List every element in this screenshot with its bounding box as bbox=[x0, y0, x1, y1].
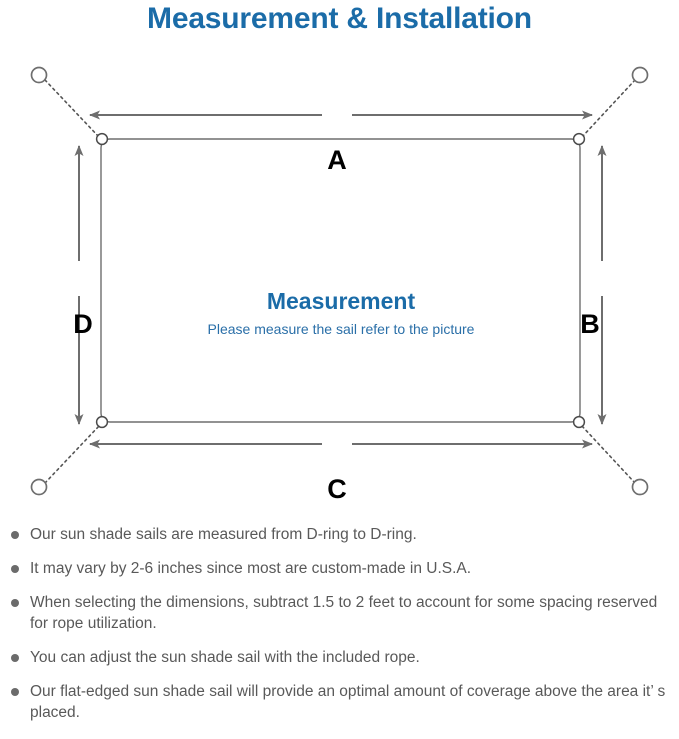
measurement-diagram: Measurement Please measure the sail refe… bbox=[0, 46, 679, 511]
dimension-label-c: C bbox=[327, 474, 347, 504]
bullet-icon bbox=[11, 599, 19, 607]
dimension-label-d: D bbox=[73, 309, 93, 339]
rope-bottom-left bbox=[44, 425, 100, 484]
note-text: You can adjust the sun shade sail with t… bbox=[30, 649, 420, 666]
note-item: You can adjust the sun shade sail with t… bbox=[0, 647, 679, 668]
dimension-arrows bbox=[74, 110, 607, 449]
anchor-ring-bottom-right bbox=[631, 478, 649, 496]
rope-top-right bbox=[581, 79, 636, 138]
page-title: Measurement & Installation bbox=[147, 2, 532, 35]
rope-top-left bbox=[44, 79, 100, 138]
dimension-label-a: A bbox=[327, 145, 347, 175]
d-ring-top-left bbox=[95, 132, 109, 146]
dimension-label-b: B bbox=[580, 309, 600, 339]
d-rings bbox=[95, 132, 586, 429]
anchor-ring-top-right bbox=[631, 66, 649, 84]
anchor-rings bbox=[30, 66, 649, 496]
note-text: Our sun shade sails are measured from D-… bbox=[30, 526, 417, 543]
bullet-icon bbox=[11, 654, 19, 662]
note-item: Our flat-edged sun shade sail will provi… bbox=[0, 681, 679, 723]
shade-sail-panel bbox=[100, 138, 581, 423]
d-ring-bottom-right bbox=[572, 415, 586, 429]
d-ring-bottom-left bbox=[95, 415, 109, 429]
note-item: When selecting the dimensions, subtract … bbox=[0, 592, 679, 634]
anchor-ring-top-left bbox=[30, 66, 48, 84]
note-text: When selecting the dimensions, subtract … bbox=[30, 594, 658, 632]
rope-bottom-right bbox=[581, 425, 636, 484]
note-text: Our flat-edged sun shade sail will provi… bbox=[30, 683, 666, 721]
note-text: It may vary by 2-6 inches since most are… bbox=[30, 560, 472, 577]
bullet-icon bbox=[11, 531, 19, 539]
notes-list: Our sun shade sails are measured from D-… bbox=[0, 524, 679, 736]
bullet-icon bbox=[11, 565, 19, 573]
rope-dotted-lines bbox=[44, 79, 636, 484]
note-item: Our sun shade sails are measured from D-… bbox=[0, 524, 679, 545]
bullet-icon bbox=[11, 688, 19, 696]
d-ring-top-right bbox=[572, 132, 586, 146]
anchor-ring-bottom-left bbox=[30, 478, 48, 496]
note-item: It may vary by 2-6 inches since most are… bbox=[0, 558, 679, 579]
